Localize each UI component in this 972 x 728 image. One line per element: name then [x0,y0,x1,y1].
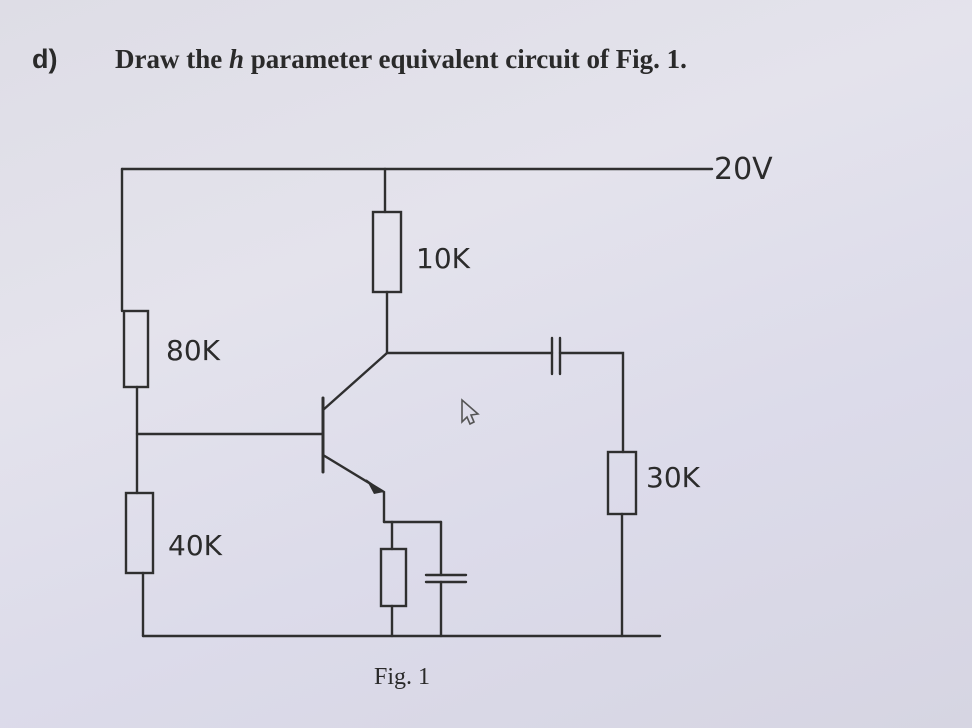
label-30k: 30K [646,461,701,494]
output-wire-right [558,351,625,454]
label-40k: 40K [168,529,223,562]
question-text: Draw the h parameter equivalent circuit … [115,44,687,74]
resistor-80k [122,309,150,389]
label-80k: 80K [166,334,221,367]
question-label: d) [32,44,58,74]
transistor-collector [321,351,389,412]
supply-voltage-label: 20V [714,152,773,187]
resistor-emitter [379,547,408,608]
label-10k: 10K [416,242,471,275]
resistor-30k [606,450,638,516]
emitter-arrow-icon [366,479,384,494]
figure-caption: Fig. 1 [374,664,431,690]
resistor-10k [371,210,403,294]
resistor-40k [124,491,155,575]
cursor-arrow-icon [461,398,480,426]
